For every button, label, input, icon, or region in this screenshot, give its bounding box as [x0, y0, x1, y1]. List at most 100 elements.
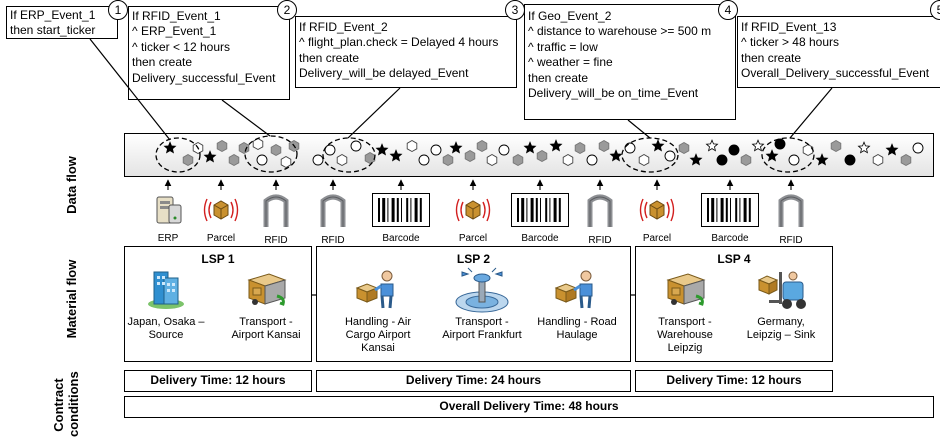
data-source: Barcode [698, 193, 762, 244]
callout-line: Delivery_will_be on_time_Event [528, 86, 699, 101]
circle-event-icon [498, 144, 510, 156]
hexagon-event-icon [598, 139, 610, 153]
source-arrows [164, 179, 795, 190]
rfid-gate-icon [244, 193, 308, 234]
hexagon-event-icon [562, 153, 574, 167]
callout-line: then start_ticker [10, 23, 96, 38]
hexagon-event-icon [512, 153, 524, 167]
callout-line: Delivery_will_be delayed_Event [299, 66, 469, 81]
callout-number-badge: 2 [277, 0, 297, 20]
data-source: Barcode [369, 193, 433, 244]
delivery-time-lsp2: Delivery Time: 24 hours [316, 370, 631, 392]
data-source: Parcel [441, 193, 505, 244]
server-icon [136, 193, 200, 232]
parcel-icon [441, 193, 505, 232]
callout-line: ^ ticker < 12 hours [132, 39, 231, 54]
callout-line: ^ distance to warehouse >= 500 m [528, 24, 712, 39]
hexagon-event-icon [364, 151, 376, 165]
data-source-label: RFID [321, 235, 345, 246]
data-source-label: Barcode [521, 233, 559, 244]
truck-icon [657, 266, 713, 314]
hexagon-event-icon [574, 141, 586, 155]
parcel-icon [625, 193, 689, 232]
star-event-icon [815, 153, 829, 166]
material-flow-node: Japan, Osaka – Source [111, 266, 221, 342]
hexagon-event-icon [740, 153, 752, 167]
event-pattern-ellipse [761, 137, 815, 173]
star-event-icon [609, 149, 623, 162]
circle-event-icon [728, 144, 740, 156]
hexagon-event-icon [252, 137, 264, 151]
data-source-label: RFID [588, 235, 612, 246]
callout-line: then create [528, 70, 589, 85]
callout-line: ^ traffic = low [528, 39, 598, 54]
barcode-icon [369, 193, 433, 232]
data-source: RFID [244, 193, 308, 246]
delivery-time-lsp1: Delivery Time: 12 hours [124, 370, 312, 392]
material-flow-node: Transport - Warehouse Leipzig [630, 266, 740, 355]
data-source-label: ERP [157, 233, 179, 244]
star-event-icon [751, 139, 765, 152]
callout-line: then create [299, 50, 360, 65]
material-flow-node: Transport - Airport Frankfurt [427, 266, 537, 342]
hexagon-event-icon [476, 139, 488, 153]
hexagon-event-icon [464, 149, 476, 163]
hexagon-event-icon [830, 139, 842, 153]
material-flow-node: Handling - Air Cargo Airport Kansai [323, 266, 433, 355]
callout-leader-line [221, 99, 271, 137]
circle-event-icon [586, 154, 598, 166]
material-flow-node: Germany, Leipzig – Sink [726, 266, 836, 342]
star-event-icon [389, 149, 403, 162]
lsp-title: LSP 4 [717, 252, 751, 266]
node-label: Handling - Road Haulage [537, 316, 617, 341]
circle-event-icon [312, 154, 324, 166]
hexagon-event-icon [900, 153, 912, 167]
circle-event-icon [256, 154, 268, 166]
overall-delivery-time: Overall Delivery Time: 48 hours [124, 396, 934, 418]
row-label-contract-conditions: Contract conditions [51, 371, 81, 437]
callout-line: Overall_Delivery_successful_Event [741, 66, 930, 81]
callout-line: If Geo_Event_2 [528, 9, 612, 23]
callout-number-badge: 1 [108, 0, 128, 20]
callout-rule-2: If RFID_Event_1 ^ ERP_Event_1 ^ ticker <… [128, 6, 290, 100]
building-icon [138, 266, 194, 314]
star-event-icon [163, 141, 177, 154]
hexagon-event-icon [802, 143, 814, 157]
callout-line: If ERP_Event_1 [10, 8, 96, 22]
row-label-material-flow: Material flow [64, 259, 79, 339]
hexagon-event-icon [280, 155, 292, 169]
callout-line: ^ weather = fine [528, 55, 613, 70]
circle-event-icon [844, 154, 856, 166]
hexagon-event-icon [406, 139, 418, 153]
data-source: RFID [568, 193, 632, 246]
star-event-icon [705, 139, 719, 152]
callout-rule-1: If ERP_Event_1 then start_ticker [6, 6, 118, 39]
delivery-time-lsp4: Delivery Time: 12 hours [635, 370, 833, 392]
data-source-label: Parcel [458, 233, 488, 244]
callout-line: ^ ticker > 48 hours [741, 35, 840, 50]
contract-conditions-text: Contract conditions [51, 371, 81, 437]
barcode-icon [698, 193, 762, 232]
lsp-title: LSP 2 [456, 252, 491, 266]
callout-line: ^ flight_plan.check = Delayed 4 hours [299, 35, 499, 50]
data-source-label: RFID [779, 235, 803, 246]
circle-event-icon [912, 142, 924, 154]
hexagon-event-icon [872, 153, 884, 167]
data-source: RFID [759, 193, 823, 246]
hexagon-event-icon [182, 153, 194, 167]
data-source: Parcel [189, 193, 253, 244]
circle-event-icon [418, 154, 430, 166]
callout-line: ^ ERP_Event_1 [132, 24, 217, 39]
hexagon-event-icon [486, 153, 498, 167]
callout-rule-4: If Geo_Event_2 ^ distance to warehouse >… [524, 4, 736, 120]
callout-line: If RFID_Event_13 [741, 20, 837, 34]
event-pattern-ellipse [244, 135, 298, 173]
star-event-icon [885, 143, 899, 156]
star-event-icon [689, 153, 703, 166]
airport-icon [454, 266, 510, 314]
star-event-icon [375, 143, 389, 156]
node-label: Transport - Airport Frankfurt [442, 316, 522, 341]
circle-event-icon [664, 150, 676, 162]
event-pattern-ellipse [322, 137, 376, 173]
callout-leader-line [347, 87, 401, 139]
